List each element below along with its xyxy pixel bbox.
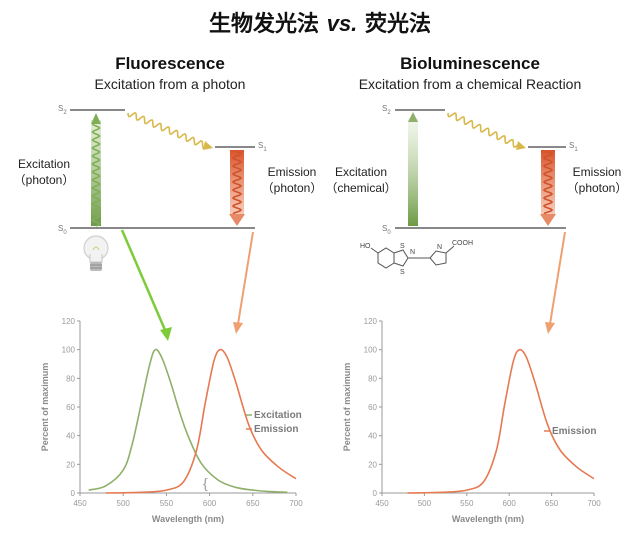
title-main: 生物发光法 bbox=[209, 12, 320, 37]
excitation-to-chart-arrow bbox=[120, 229, 167, 331]
bioluminescence-subtitle: Excitation from a chemical Reaction bbox=[358, 76, 582, 92]
x-tick-label: 500 bbox=[117, 499, 131, 508]
fluorescence-emission-source: （photon） bbox=[261, 181, 323, 195]
y-tick-label: 20 bbox=[66, 460, 75, 469]
y-tick-label: 80 bbox=[66, 374, 75, 383]
fluorescence-excitation-label: Excitation （photon） bbox=[4, 156, 84, 188]
series-line-emission bbox=[105, 348, 297, 494]
x-tick-label: 700 bbox=[289, 499, 303, 508]
bioluminescence-excitation-label: Excitation （chemical） bbox=[318, 164, 404, 196]
series-line-excitation bbox=[88, 348, 288, 494]
x-tick-label: 600 bbox=[203, 499, 217, 508]
bioluminescence-level-s0-label: S0 bbox=[382, 224, 391, 236]
bioluminescence-relaxation-wave bbox=[447, 112, 521, 148]
legend-entry-emission: Emission bbox=[552, 426, 596, 437]
fluorescence-emission-arrowhead bbox=[229, 214, 245, 226]
y-tick-label: 100 bbox=[364, 346, 378, 355]
legend-entry-emission: Emission bbox=[254, 424, 298, 435]
fluorescence-emission-wave bbox=[231, 151, 243, 215]
x-tick-label: 650 bbox=[246, 499, 260, 508]
x-tick-label: 700 bbox=[587, 499, 601, 508]
y-tick-label: 100 bbox=[62, 346, 76, 355]
bioluminescence-excitation-text: Excitation bbox=[334, 165, 388, 179]
bioluminescence-level-s1-label: S1 bbox=[569, 141, 578, 153]
x-axis-title: Wavelength (nm) bbox=[452, 514, 524, 524]
bioluminescence-title: Bioluminescence bbox=[400, 54, 540, 73]
series-line-emission bbox=[407, 348, 595, 494]
y-tick-label: 60 bbox=[368, 403, 377, 412]
y-tick-label: 0 bbox=[71, 489, 76, 498]
fluorescence-excitation-arrowhead bbox=[91, 113, 101, 124]
light-bulb-icon bbox=[83, 235, 109, 271]
bioluminescence-energy-diagram: S2 S1 S0 bbox=[382, 104, 578, 236]
fluorescence-title: Fluorescence bbox=[115, 54, 225, 73]
legend-entry-excitation: Excitation bbox=[254, 410, 302, 421]
fluorescence-level-s1-label: S1 bbox=[258, 141, 267, 153]
fluorescence-subtitle: Excitation from a photon bbox=[94, 76, 246, 92]
molecule-label-n2: N bbox=[437, 244, 442, 251]
y-tick-label: 40 bbox=[368, 432, 377, 441]
fluorescence-excitation-wave bbox=[91, 123, 101, 227]
title-vs: vs. bbox=[326, 11, 358, 36]
bioluminescence-spectrum-chart: 0 20 40 60 80 100 120 450 500 550 600 650 700Wavelen… bbox=[342, 317, 601, 524]
molecule-label-cooh: COOH bbox=[452, 240, 473, 247]
fluorescence-energy-diagram: S2 S1 S0 bbox=[58, 104, 267, 236]
title-tail: 荧光法 bbox=[364, 12, 431, 37]
fluorescence-excitation-source: （photon） bbox=[13, 173, 75, 187]
bioluminescence-level-s2-label: S2 bbox=[382, 104, 391, 116]
fluorescence-emission-to-chart-arrow bbox=[237, 231, 254, 325]
y-tick-label: 40 bbox=[66, 432, 75, 441]
molecule-label-n1: N bbox=[410, 249, 415, 256]
overlap-brace-icon: { bbox=[203, 475, 208, 491]
fluorescence-relaxation-arrowhead bbox=[203, 141, 213, 150]
molecule-label-ho: HO bbox=[360, 243, 371, 250]
y-tick-label: 120 bbox=[62, 317, 76, 326]
y-axis-title: Percent of maximum bbox=[40, 363, 50, 452]
y-tick-label: 120 bbox=[364, 317, 378, 326]
excitation-to-chart-arrowhead bbox=[160, 327, 172, 341]
bioluminescence-emission-wave bbox=[542, 151, 554, 215]
page-title: 生物发光法 vs. 荧光法 bbox=[0, 6, 640, 38]
y-tick-label: 0 bbox=[373, 489, 378, 498]
y-tick-label: 60 bbox=[66, 403, 75, 412]
bioluminescence-emission-to-chart-arrow bbox=[549, 231, 566, 325]
x-tick-label: 450 bbox=[375, 499, 389, 508]
fluorescence-emission-to-chart-arrowhead bbox=[233, 322, 243, 334]
y-axis-title: Percent of maximum bbox=[342, 363, 352, 452]
bioluminescence-emission-arrowhead bbox=[540, 214, 556, 226]
fluorescence-excitation-column bbox=[91, 120, 101, 226]
fluorescence-level-s2-label: S2 bbox=[58, 104, 67, 116]
x-tick-label: 600 bbox=[503, 499, 517, 508]
molecule-label-s2: S bbox=[400, 269, 405, 276]
x-tick-label: 650 bbox=[545, 499, 559, 508]
x-tick-label: 500 bbox=[418, 499, 432, 508]
fluorescence-excitation-text: Excitation bbox=[17, 157, 71, 171]
bioluminescence-excitation-column bbox=[408, 118, 418, 226]
bioluminescence-emission-label: Emission （photon） bbox=[556, 164, 638, 196]
x-tick-label: 550 bbox=[460, 499, 474, 508]
fluorescence-relaxation-wave bbox=[127, 112, 205, 149]
x-axis-title: Wavelength (nm) bbox=[152, 514, 224, 524]
fluorescence-emission-label: Emission （photon） bbox=[252, 164, 332, 196]
y-tick-label: 20 bbox=[368, 460, 377, 469]
fluorescence-level-s0-label: S0 bbox=[58, 224, 67, 236]
bioluminescence-excitation-arrowhead bbox=[408, 112, 418, 122]
bioluminescence-emission-text: Emission bbox=[572, 165, 622, 179]
bioluminescence-relaxation-arrowhead bbox=[516, 141, 526, 150]
x-tick-label: 550 bbox=[160, 499, 174, 508]
bioluminescence-emission-to-chart-arrowhead bbox=[545, 322, 555, 334]
luciferin-molecule-icon bbox=[370, 245, 455, 269]
fluorescence-spectrum-chart: 0 20 40 60 80 100 120 450 500 550 600 650 700Wavelen… bbox=[40, 317, 303, 524]
molecule-label-s1: S bbox=[400, 243, 405, 250]
y-tick-label: 80 bbox=[368, 374, 377, 383]
fluorescence-emission-text: Emission bbox=[267, 165, 317, 179]
x-tick-label: 450 bbox=[73, 499, 87, 508]
bioluminescence-excitation-source: （chemical） bbox=[325, 181, 397, 195]
bioluminescence-emission-source: （photon） bbox=[566, 181, 628, 195]
